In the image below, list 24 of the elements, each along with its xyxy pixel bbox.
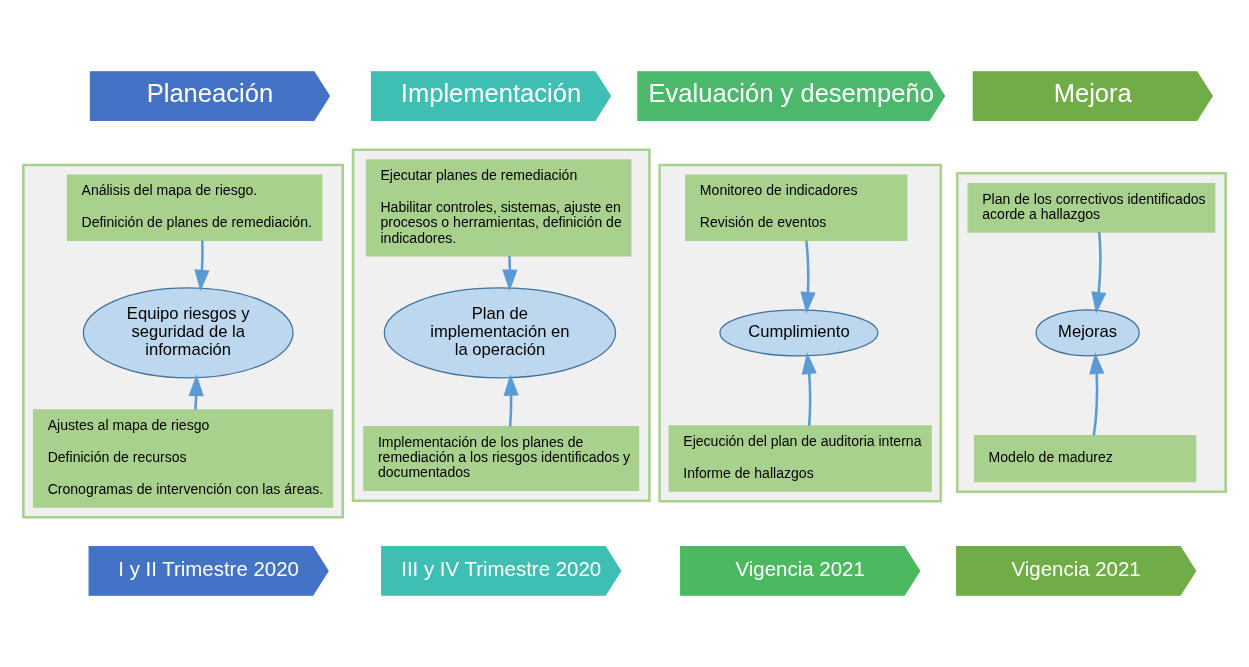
node-box: Ajustes al mapa de riesgo Definición de recursos Cronogramas de intervención con las áreas. [32, 409, 334, 508]
node-box: Ejecución del plan de auditoria interna Informe de hallazgos [668, 425, 932, 492]
arrow [1089, 352, 1105, 436]
node-box: Modelo de madurez [973, 434, 1197, 483]
node-ellipse: Cumplimiento [719, 309, 879, 357]
arrow [188, 374, 204, 410]
cluster [956, 172, 1227, 493]
node-box: Análisis del mapa de riesgo. Definición de planes de remediación. [66, 174, 323, 242]
arrow [800, 240, 816, 314]
arrow [801, 352, 817, 426]
arrow [503, 374, 519, 427]
node-box: Monitoreo de indicadores Revisión de eventos [685, 174, 908, 242]
node-ellipse: Plan de implementación en la operación [383, 287, 617, 379]
node-ellipse: Mejoras [1035, 309, 1140, 357]
arrow [1091, 232, 1107, 314]
cluster [351, 148, 651, 502]
node-ellipse: Equipo riesgos y seguridad de la información [82, 287, 294, 379]
node-box: Implementación de los planes de remediación a los riesgos identificados y documentados [363, 425, 640, 492]
cluster [22, 163, 345, 519]
cluster [658, 163, 942, 503]
arrow [194, 240, 210, 292]
node-box: Ejecutar planes de remediación Habilitar controles, sistemas, ajuste en procesos o herramientas, definición de indicadores. [365, 159, 632, 257]
node-box: Plan de los correctivos identificados acorde a hallazgos [967, 182, 1216, 233]
arrow [502, 255, 518, 292]
